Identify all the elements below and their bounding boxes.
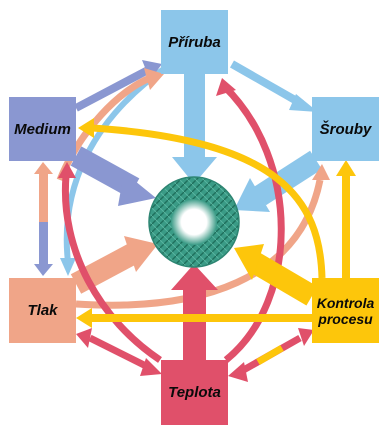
node-srouby-label: Šrouby <box>319 120 372 138</box>
node-tlak-label: Tlak <box>27 302 58 319</box>
node-teplota: Teplota <box>161 360 228 425</box>
arrow-tlak-teplota <box>76 328 162 376</box>
node-priruba-label: Příruba <box>168 33 221 51</box>
arrow-medium-tlak-vertical <box>34 162 53 276</box>
arrow-kontrola-to-gasket <box>234 244 318 306</box>
arrow-srouby-to-gasket <box>234 150 322 212</box>
gasket-ring <box>148 176 240 268</box>
node-medium: Medium <box>9 97 76 161</box>
node-kontrola-procesu: Kontrola procesu <box>312 278 379 343</box>
arrow-medium-to-gasket <box>70 146 156 206</box>
arrow-medium-to-priruba <box>74 60 162 112</box>
node-kontrola-label-line2: procesu <box>318 310 373 327</box>
arrow-kontrola-to-srouby <box>336 160 356 278</box>
arrow-kontrola-to-tlak <box>76 308 312 328</box>
node-srouby: Šrouby <box>312 97 379 161</box>
arrow-teplota-to-priruba <box>216 78 285 363</box>
node-kontrola-label-line1: Kontrola <box>316 294 375 311</box>
arrow-teplota-to-medium <box>58 162 162 363</box>
arrow-kontrola-to-medium <box>78 118 326 279</box>
node-teplota-label: Teplota <box>168 384 221 401</box>
node-priruba: Příruba <box>161 10 228 74</box>
arrow-teplota-to-gasket <box>171 264 218 360</box>
node-tlak: Tlak <box>9 278 76 343</box>
arrow-priruba-to-gasket <box>172 74 217 184</box>
arrow-teplota-kontrola <box>228 328 314 382</box>
arrow-priruba-to-srouby <box>230 60 318 112</box>
node-medium-label: Medium <box>14 120 71 138</box>
